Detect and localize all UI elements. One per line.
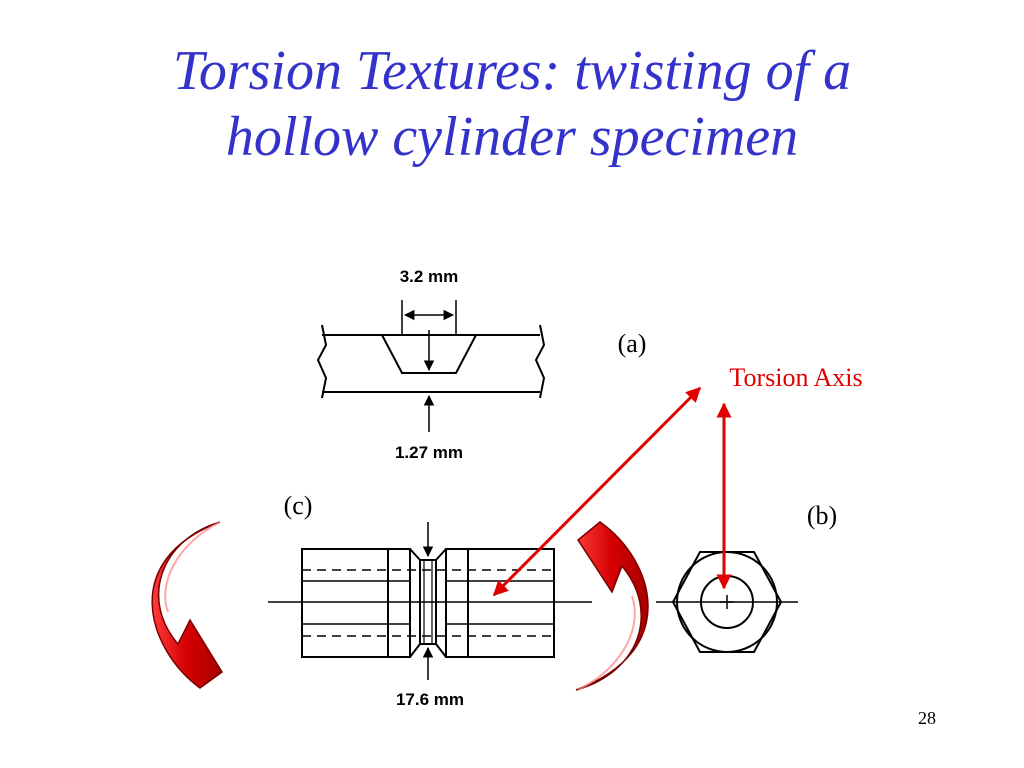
- notch-profile: [322, 334, 478, 374]
- break-line-right: [534, 324, 546, 399]
- dim-depth-label: 1.27 mm: [395, 443, 463, 462]
- title-line-2: hollow cylinder specimen: [225, 106, 799, 168]
- title-line-1: Torsion Textures: twisting of a: [172, 40, 852, 102]
- right-shoulder: [435, 548, 447, 658]
- break-line-left: [316, 324, 328, 399]
- hex-outline: [671, 551, 783, 653]
- panel-b-label: (b): [807, 501, 837, 530]
- panel-a-label: (a): [618, 329, 647, 358]
- panel-c-label: (c): [284, 491, 313, 520]
- torsion-axis-arrow-diagonal: [492, 386, 702, 597]
- left-grip: [301, 548, 411, 658]
- dim-length-label: 17.6 mm: [396, 690, 464, 709]
- twist-arrow-left-icon: [151, 521, 224, 689]
- twist-arrow-right-icon: [575, 521, 649, 691]
- right-grip: [445, 548, 555, 658]
- page-number: 28: [918, 708, 936, 728]
- dim-width-label: 3.2 mm: [400, 267, 459, 286]
- torsion-axis-label: Torsion Axis: [729, 363, 862, 392]
- left-shoulder: [409, 548, 421, 658]
- notch-detail: [316, 300, 546, 432]
- specimen-end-view: [656, 551, 798, 653]
- slide-title: Torsion Textures: twisting of a hollow c…: [0, 38, 1024, 170]
